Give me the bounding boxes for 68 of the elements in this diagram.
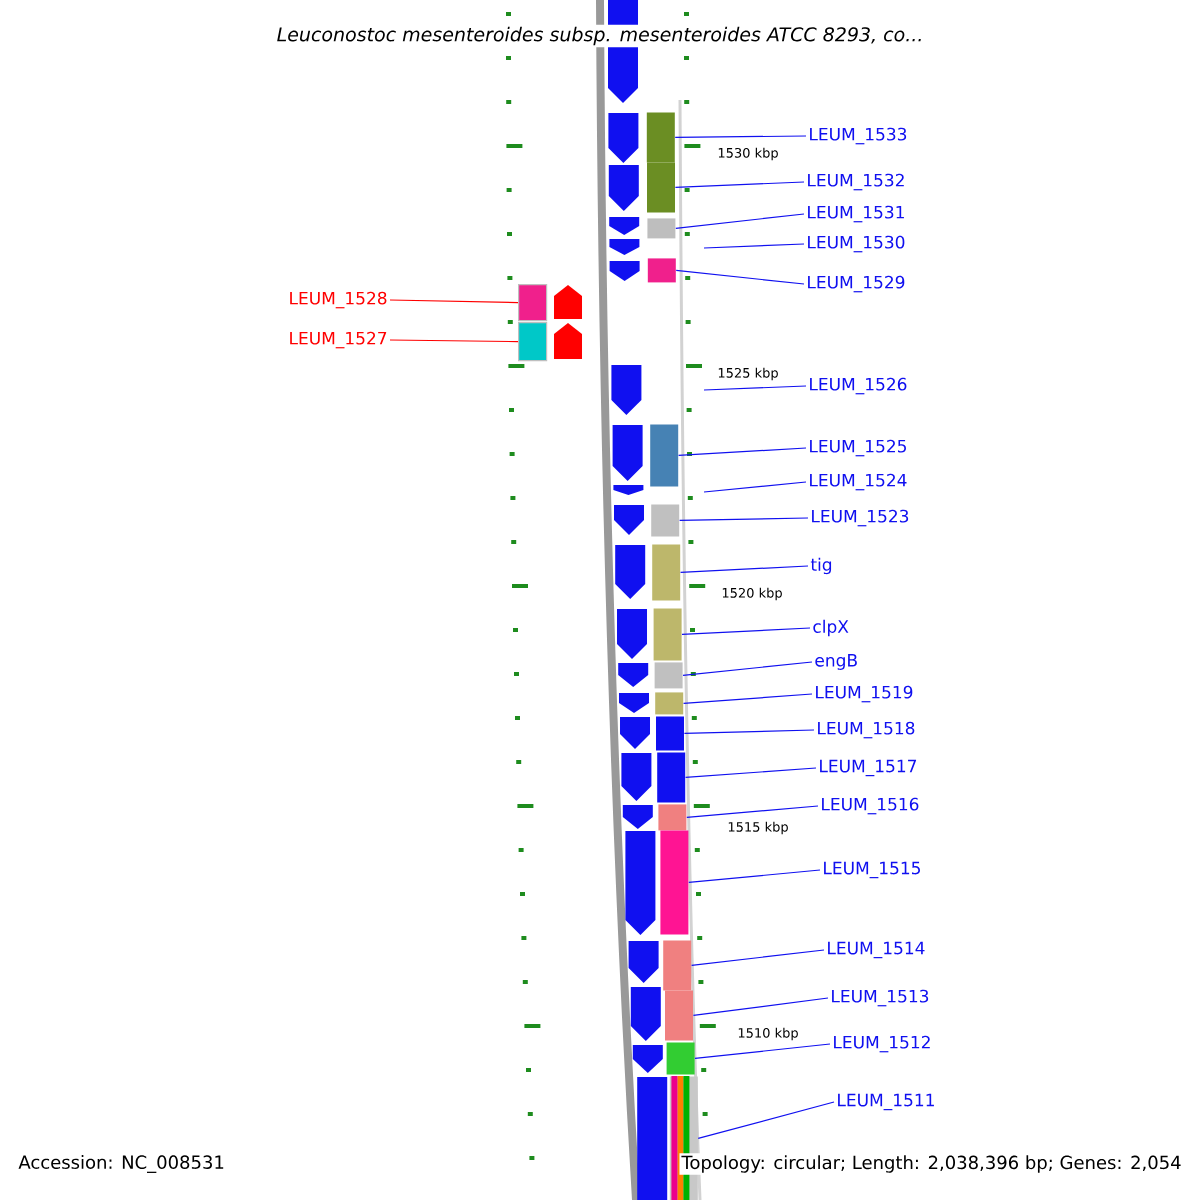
gene-label: tig	[810, 557, 832, 575]
gene-bar	[653, 608, 682, 661]
leader-line	[682, 661, 813, 676]
leader-line	[683, 729, 815, 734]
gene-label: LEUM_1525	[810, 439, 906, 457]
gene-bar	[647, 162, 675, 213]
gene-bar	[666, 1042, 695, 1075]
leader-line	[694, 1043, 831, 1059]
leader-line	[389, 299, 519, 304]
gene-bar	[660, 830, 689, 935]
gene-bar	[654, 662, 683, 689]
gene-label: clpX	[813, 619, 849, 637]
gene-label: LEUM_1526	[810, 377, 907, 395]
leader-line	[683, 693, 813, 704]
gene-label: LEUM_1515	[824, 861, 920, 879]
leader-line	[703, 481, 807, 493]
gene-bar	[650, 424, 679, 487]
leader-line	[703, 385, 807, 391]
gene-label: LEUM_1529	[808, 275, 905, 293]
leader-line	[697, 1101, 835, 1139]
gene-bar	[655, 692, 684, 715]
gene-label: LEUM_1516	[822, 797, 919, 815]
gene-bar	[663, 940, 692, 991]
leader-line	[692, 997, 829, 1016]
leader-line	[675, 269, 805, 285]
gene-bar	[665, 990, 693, 1041]
gene-label: LEUM_1519	[816, 685, 913, 703]
gene-bar	[657, 752, 686, 803]
gene-bar	[651, 504, 680, 537]
gene-label: LEUM_1517	[820, 759, 917, 777]
leader-line	[681, 627, 811, 635]
leader-line	[685, 767, 817, 778]
gene-bar	[646, 112, 675, 163]
leader-line	[678, 447, 807, 456]
gene-bar	[647, 218, 676, 239]
gene-bar	[658, 804, 687, 831]
gene-label: LEUM_1514	[828, 941, 925, 959]
gene-label: LEUM_1527	[290, 331, 387, 349]
leader-line	[686, 805, 819, 818]
gene-label: engB	[815, 654, 857, 670]
gene-bar	[656, 716, 684, 751]
gene-bar	[518, 322, 548, 362]
gene-label: LEUM_1530	[808, 235, 905, 253]
leader-line	[680, 565, 809, 573]
title: Leuconostoc mesenteroides subsp. mesenteroides ATCC 8293, co...	[274, 24, 926, 48]
leader-line	[703, 243, 805, 249]
gene-label: LEUM_1511	[838, 1093, 934, 1111]
gene-label: LEUM_1518	[818, 721, 915, 739]
leader-line	[674, 181, 805, 188]
gene-label: LEUM_1524	[810, 473, 907, 491]
leader-line	[688, 869, 821, 883]
gene-bar	[518, 284, 548, 322]
gene-label: LEUM_1523	[812, 509, 909, 527]
leader-line	[674, 135, 807, 138]
gene-label: LEUM_1528	[290, 291, 387, 309]
leader-line	[675, 213, 805, 229]
gene-label: LEUM_1513	[832, 989, 929, 1007]
gene-label: LEUM_1531	[808, 205, 904, 223]
gene-label: LEUM_1512	[834, 1035, 930, 1053]
footer-text: Accession: NC_008531	[16, 1153, 227, 1175]
leader-line	[691, 949, 825, 966]
gene-label: LEUM_1533	[810, 127, 907, 145]
gene-bar	[647, 258, 676, 283]
leader-line	[679, 517, 809, 521]
gene-bar	[652, 544, 681, 601]
gene-label: LEUM_1532	[808, 173, 904, 191]
leader-line	[389, 339, 519, 343]
footer-text: Topology: circular; Length: 2,038,396 bp; Genes: 2,054	[679, 1153, 1184, 1175]
